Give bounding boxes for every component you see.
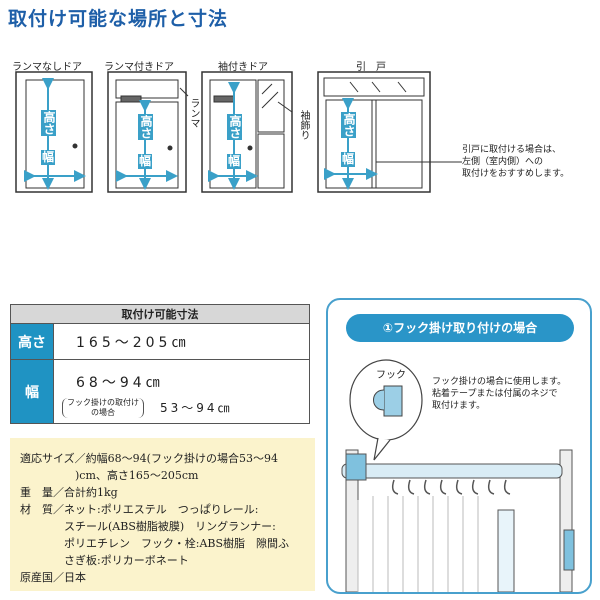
door2-width-label: 幅 [138,154,153,169]
materials-box: 適応サイズ／約幅68～94(フック掛けの場合53～94 )cm、高さ165～20… [10,438,315,591]
spec-table: 取付け可能寸法 高さ 165～205㎝ 幅 68～94㎝ フック掛けの取付け の… [10,304,310,424]
door-label-no-transom: ランマなしドア [12,62,82,73]
spec-height-key: 高さ [10,323,54,360]
spec-hook-value: 53～94㎝ [160,401,233,415]
sliding-note: 引戸に取付ける場合は、 左側（室内側）への 取付けをおすすめします。 [462,144,582,180]
hook-desc-line: 粘着テープまたは付属のネジで [432,389,558,399]
door-no-transom [15,71,93,193]
door1-width-label: 幅 [41,150,56,165]
door4-width-label: 幅 [341,152,356,167]
hook-label: フック [376,370,406,381]
door1-height-label: 高さ [41,110,56,136]
hook-note: フック掛けの取付け の場合 [62,397,144,418]
door2-height-label: 高さ [138,114,153,140]
transom-callout: ランマ [188,98,199,128]
sliding-note-line: 左側（室内側）への [462,157,544,167]
rail-illustration [341,449,575,592]
page-title: 取付け可能な場所と寸法 [8,8,229,30]
materials-line: 適応サイズ／約幅68～94(フック掛けの場合53～94 [20,452,278,465]
sliding-note-line: 引戸に取付ける場合は、 [462,145,562,155]
hook-note-line: の場合 [91,407,115,417]
materials-line: )cm、高さ165～205cm [20,469,199,482]
door3-width-label: 幅 [227,154,242,169]
materials-line: ポリエチレン フック・栓:ABS樹脂 隙間ふ [20,537,290,550]
door4-height-label: 高さ [341,112,356,138]
materials-line: さぎ板:ポリカーボネート [20,554,189,567]
materials-line: 原産国／日本 [20,571,86,584]
hook-desc-line: 取付けます。 [432,401,486,411]
materials-line: スチール(ABS樹脂被膜) リングランナー: [20,520,276,533]
materials-line: 材 質／ネット:ポリエステル つっぱりレール: [20,503,259,516]
hook-desc-line: フック掛けの場合に使用します。 [432,377,567,387]
hook-callout-bubble [349,359,423,461]
door-label-sliding: 引 戸 [356,62,386,73]
side-callout: 袖飾り [298,110,309,140]
hook-note-line: フック掛けの取付け [67,397,139,407]
spec-width-value: 68～94㎝ [76,374,164,391]
sliding-note-line: 取付けをおすすめします。 [462,169,570,179]
door-diagrams [15,71,462,193]
spec-table-header: 取付け可能寸法 [10,304,310,324]
spec-width-key: 幅 [10,359,54,424]
door-sliding [317,71,462,193]
door3-height-label: 高さ [227,114,242,140]
spec-height-value: 165～205㎝ [53,323,310,360]
hook-panel-title: ①フック掛け取り付けの場合 [346,314,574,342]
hook-desc: フック掛けの場合に使用します。 粘着テープまたは付属のネジで 取付けます。 [432,376,590,412]
door-label-with-transom: ランマ付きドア [104,62,174,73]
hook-panel: ①フック掛け取り付けの場合 フック フック掛けの場合に使用します。 粘着テープま… [326,298,592,594]
door-with-side [201,71,293,193]
spec-width-cell: 68～94㎝ フック掛けの取付け の場合 53～94㎝ [53,359,310,424]
door-label-with-side: 袖付きドア [218,62,268,73]
materials-line: 重 量／合計約1kg [20,486,118,499]
